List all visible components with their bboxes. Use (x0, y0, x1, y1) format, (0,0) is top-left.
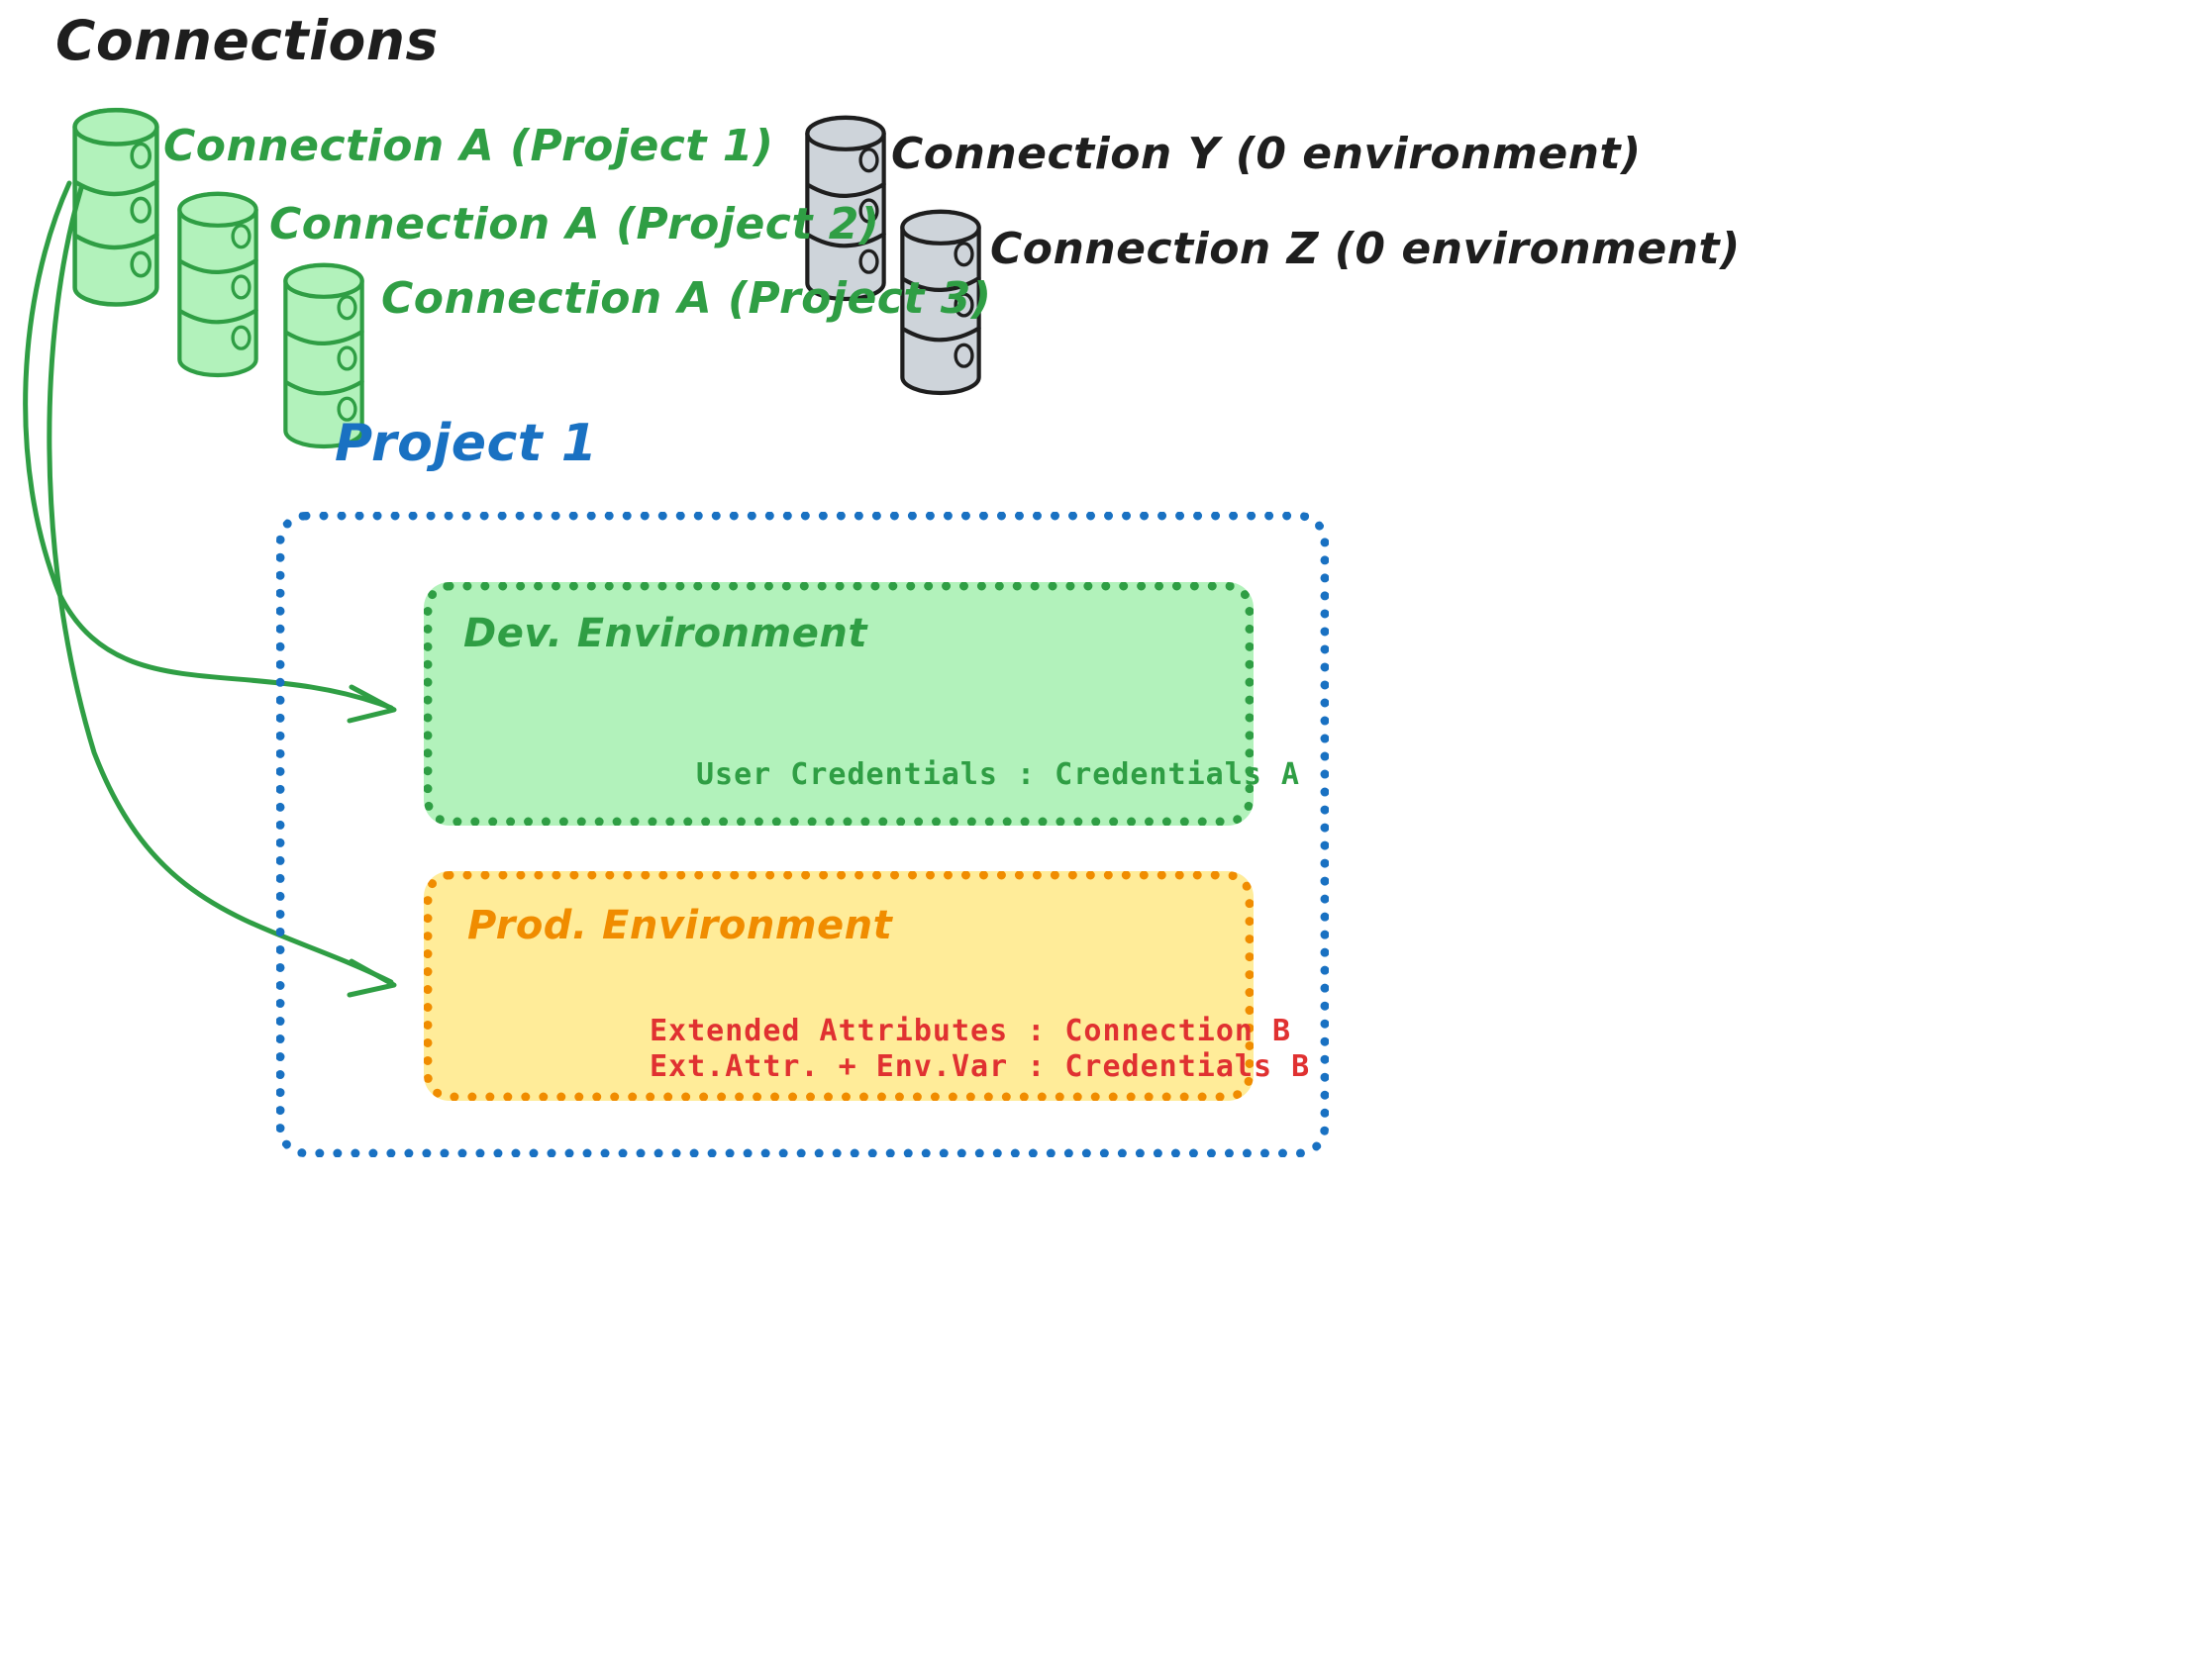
connection-label-a-project-1: Connection A (Project 1) (163, 121, 774, 171)
database-icon-connection-a-1 (74, 108, 158, 306)
page-title: Connections (55, 9, 439, 72)
prod-environment-box (424, 871, 1254, 1101)
connection-label-a-project-3: Connection A (Project 3) (381, 273, 992, 324)
connection-label-z: Connection Z (0 environment) (990, 224, 1741, 274)
dev-environment-credentials-line: User Credentials : Credentials A (696, 757, 1300, 792)
project-container-box (276, 512, 1329, 1157)
database-icon-connection-a-2 (179, 191, 257, 375)
prod-environment-extended-attributes-line: Extended Attributes : Connection B (650, 1014, 1292, 1048)
prod-environment-env-var-line: Ext.Attr. + Env.Var : Credentials B (650, 1049, 1311, 1084)
project-title: Project 1 (335, 414, 598, 473)
prod-environment-title: Prod. Environment (467, 903, 893, 948)
connection-label-a-project-2: Connection A (Project 2) (269, 199, 880, 249)
dev-environment-box (424, 582, 1254, 826)
dev-environment-title: Dev. Environment (463, 611, 867, 656)
connection-label-y: Connection Y (0 environment) (891, 129, 1642, 179)
